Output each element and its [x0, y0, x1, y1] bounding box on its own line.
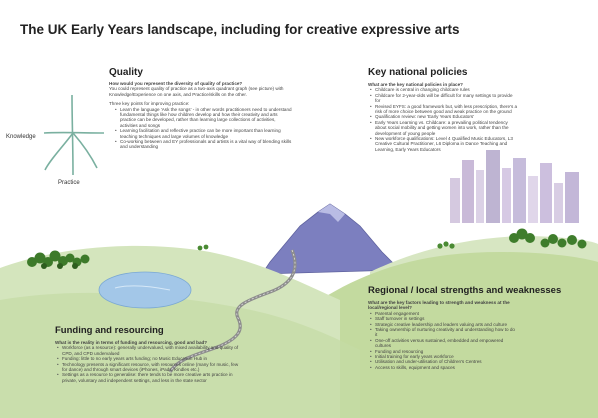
- list-item: Funding: little to no early years arts f…: [57, 356, 240, 362]
- list-item: Parental engagement: [370, 311, 518, 317]
- quality-points-intro: Three key points for improving practice:: [109, 101, 190, 107]
- funding-section: Funding and resourcing What is the reali…: [55, 325, 240, 383]
- policies-bullets: Childcare is central in changing childca…: [368, 87, 518, 152]
- list-item: Workforce (as a resource): generally und…: [57, 345, 240, 356]
- list-item: Technology presents a significant resour…: [57, 362, 240, 373]
- list-item: Staff turnover in settings: [370, 316, 518, 322]
- city-skyline: [450, 150, 579, 223]
- quality-intro: You could represent quality of practice …: [109, 86, 284, 97]
- policies-section: Key national policies What are the key n…: [368, 67, 518, 152]
- list-item: Initial training for early years workfor…: [370, 354, 518, 360]
- list-item: Childcare for 2-year-olds will be diffic…: [370, 93, 518, 104]
- quality-question: How would you represent the diversity of…: [109, 81, 243, 86]
- axis-label-practice: Practice: [58, 180, 80, 186]
- list-item: One-off activities versus sustained, emb…: [370, 338, 518, 349]
- page-title: The UK Early Years landscape, including …: [20, 22, 460, 37]
- quality-section: Quality How would you represent the dive…: [109, 67, 294, 150]
- list-item: Strategic creative leadership and leader…: [370, 322, 518, 328]
- quality-heading: Quality: [109, 67, 143, 78]
- list-item: Utilisation and under-utilisation of Chi…: [370, 359, 518, 365]
- trees-hill: [197, 241, 455, 251]
- trees-right: [509, 228, 587, 249]
- quality-axes: [43, 94, 105, 176]
- policies-question: What are the key national policies in pl…: [368, 82, 463, 87]
- list-item: Learn the language 'Ask the songs' - in …: [115, 107, 294, 129]
- lake: [98, 271, 192, 309]
- list-item: Learning facilitation and reflective pra…: [115, 128, 294, 139]
- list-item: Revised EYFS: a good framework but, with…: [370, 104, 518, 115]
- regional-section: Regional / local strengths and weaknesse…: [368, 285, 562, 371]
- regional-bullets: Parental engagement Staff turnover in se…: [368, 311, 518, 371]
- list-item: Early Years Learning vs. Childcare: a pr…: [370, 120, 518, 136]
- list-item: Settings as a resource to generalise: th…: [57, 372, 240, 383]
- list-item: Co-working between and EY professionals …: [115, 139, 294, 150]
- mountain: [261, 203, 401, 275]
- axis-label-knowledge: Knowledge: [6, 134, 36, 140]
- funding-heading: Funding and resourcing: [55, 325, 164, 336]
- list-item: Access to skills, equipment and spaces: [370, 365, 518, 371]
- funding-question: What is the reality in terms of funding …: [55, 340, 208, 345]
- list-item: Funding and resourcing: [370, 349, 518, 355]
- list-item: Childcare is central in changing childca…: [370, 87, 518, 93]
- regional-heading: Regional / local strengths and weaknesse…: [368, 285, 562, 296]
- regional-question: What are the key factors leading to stre…: [368, 300, 510, 311]
- funding-bullets: Workforce (as a resource): generally und…: [55, 345, 240, 383]
- policies-heading: Key national policies: [368, 67, 468, 78]
- list-item: New workforce qualifications: Level 4 Qu…: [370, 136, 518, 152]
- list-item: Qualification review: new 'Early Years E…: [370, 114, 518, 120]
- quality-bullets: Learn the language 'Ask the songs' - in …: [109, 107, 294, 150]
- list-item: Taking ownership of nurturing creativity…: [370, 327, 518, 338]
